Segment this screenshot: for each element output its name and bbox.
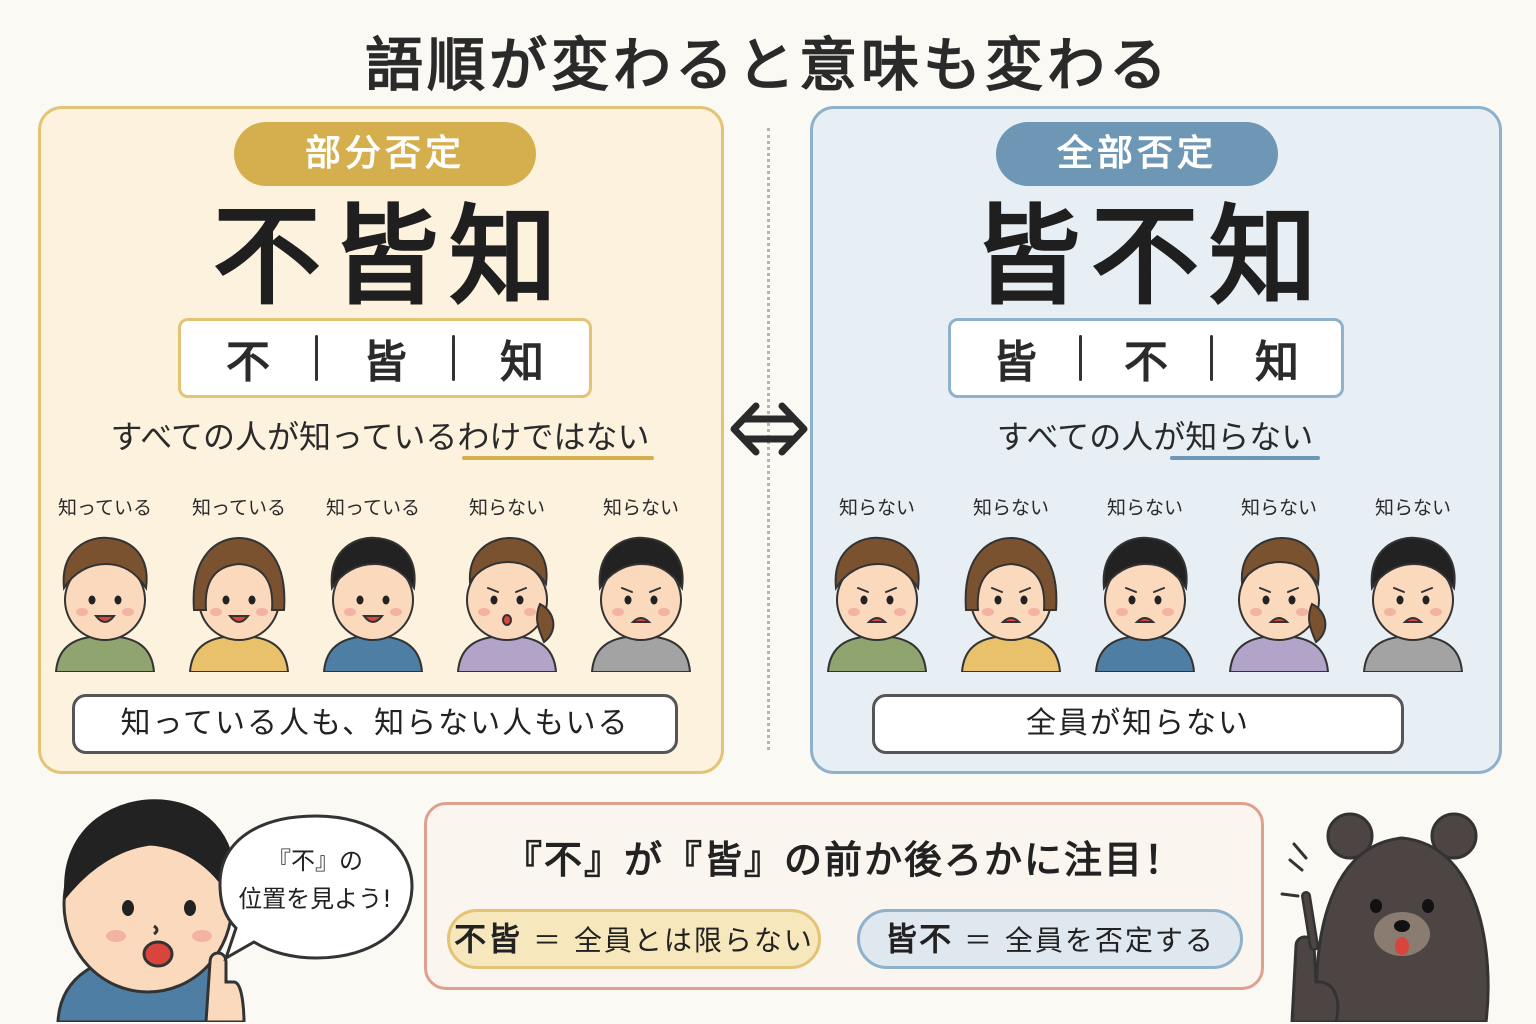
page-title: 語順が変わると意味も変わる xyxy=(364,31,1171,99)
rule-text: ＝ 全員とは限らない xyxy=(533,924,814,957)
meaning-text: すべての人が xyxy=(996,418,1186,456)
meaning-underline xyxy=(462,456,654,460)
bear-illustration xyxy=(1280,812,1490,1022)
child-status-label: 知っている xyxy=(57,497,153,519)
total-negation-label: 全部否定 xyxy=(996,122,1278,186)
rule-text: ＝ 全員を否定する xyxy=(964,924,1215,957)
partial-negation-segments: 不 皆 知 xyxy=(178,318,592,398)
meaning-text: すべての人が知っているわけ xyxy=(110,418,522,456)
double-arrow-icon xyxy=(730,402,808,456)
bubble-line: 位置を見よう! xyxy=(238,885,392,913)
segment-divider xyxy=(1079,335,1082,381)
child-face-icon xyxy=(1224,532,1334,672)
segment: 不 xyxy=(1124,337,1168,388)
segment: 皆 xyxy=(993,337,1037,388)
partial-negation-summary: 知っている人も、知らない人もいる xyxy=(72,694,678,754)
child-face-icon xyxy=(318,532,428,672)
child-figure: 知らない xyxy=(586,494,696,672)
child-status-label: 知らない xyxy=(1106,497,1183,519)
partial-negation-meaning: すべての人が知っているわけではない xyxy=(60,412,700,458)
child-figure: 知らない xyxy=(1358,494,1468,672)
child-figure: 知らない xyxy=(452,494,562,672)
segment-divider xyxy=(315,335,318,381)
child-face-icon xyxy=(586,532,696,672)
child-figure: 知らない xyxy=(1090,494,1200,672)
total-negation-meaning: すべての人が知らない xyxy=(830,412,1480,458)
child-face-icon xyxy=(822,532,932,672)
rule-key: 不皆 xyxy=(454,920,523,958)
bubble-line: 『不』の xyxy=(267,847,363,875)
child-face-icon xyxy=(1358,532,1468,672)
child-status-label: 知らない xyxy=(602,497,679,519)
child-figure: 知っている xyxy=(184,494,294,672)
child-face-icon xyxy=(956,532,1066,672)
segment: 知 xyxy=(500,337,544,388)
child-figure: 知らない xyxy=(956,494,1066,672)
child-face-icon xyxy=(184,532,294,672)
segment-divider xyxy=(1210,335,1213,381)
child-figure: 知っている xyxy=(318,494,428,672)
pointing-boy-illustration xyxy=(56,799,414,1022)
segment: 知 xyxy=(1255,337,1299,388)
meaning-highlight: 知らない xyxy=(1185,418,1314,456)
total-negation-segments: 皆 不 知 xyxy=(948,318,1344,398)
speech-bubble-text: 『不』の 位置を見よう! xyxy=(222,842,408,918)
child-face-icon xyxy=(50,532,160,672)
child-figure: 知らない xyxy=(822,494,932,672)
child-status-label: 知っている xyxy=(191,497,287,519)
child-status-label: 知らない xyxy=(468,497,545,519)
child-status-label: 知らない xyxy=(972,497,1049,519)
child-figure: 知らない xyxy=(1224,494,1334,672)
child-figure: 知っている xyxy=(50,494,160,672)
key-point-box: 『不』が『皆』の前か後ろかに注目！ 不皆 ＝ 全員とは限らない 皆不 ＝ 全員を… xyxy=(424,802,1264,990)
partial-negation-label: 部分否定 xyxy=(234,122,536,186)
segment: 不 xyxy=(226,337,270,388)
rule-total: 皆不 ＝ 全員を否定する xyxy=(857,909,1243,969)
segment-divider xyxy=(452,335,455,381)
partial-negation-phrase: 不皆知 xyxy=(212,195,567,320)
rule-partial: 不皆 ＝ 全員とは限らない xyxy=(447,909,821,969)
child-status-label: 知っている xyxy=(325,497,421,519)
total-negation-summary: 全員が知らない xyxy=(872,694,1404,754)
child-face-icon xyxy=(1090,532,1200,672)
meaning-underline xyxy=(1170,456,1320,460)
child-status-label: 知らない xyxy=(1374,497,1451,519)
child-status-label: 知らない xyxy=(838,497,915,519)
meaning-highlight: ではない xyxy=(521,418,650,456)
child-face-icon xyxy=(452,532,562,672)
rule-key: 皆不 xyxy=(885,920,954,958)
child-status-label: 知らない xyxy=(1240,497,1317,519)
total-negation-phrase: 皆不知 xyxy=(972,195,1327,320)
segment: 皆 xyxy=(363,337,407,388)
key-point-note: 『不』が『皆』の前か後ろかに注目！ xyxy=(503,838,1184,882)
